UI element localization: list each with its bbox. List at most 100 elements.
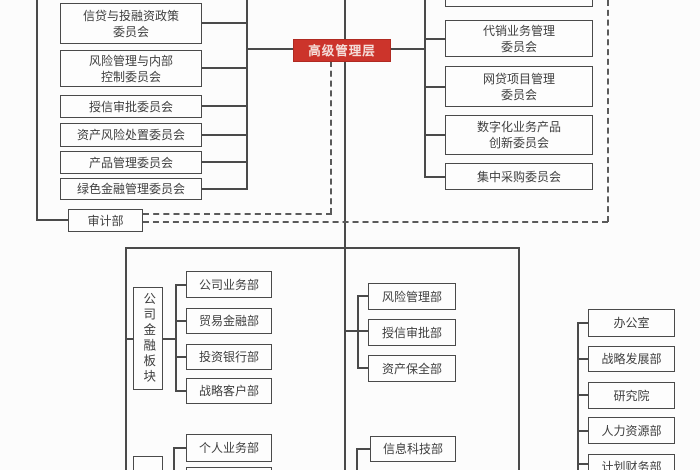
connector-line bbox=[390, 48, 426, 50]
node-human-resources-dept: 人力资源部 bbox=[588, 417, 675, 444]
connector-line bbox=[344, 330, 358, 332]
connector-line bbox=[344, 0, 346, 40]
node-label: 战略发展部 bbox=[601, 352, 662, 366]
connector-line bbox=[577, 322, 589, 324]
connector-line bbox=[201, 188, 247, 190]
connector-line bbox=[356, 448, 358, 470]
node-corporate-finance-section: 公司金融板块 bbox=[133, 287, 163, 390]
node-digital-business-product-innovation-committee: 数字化业务产品 创新委员会 bbox=[445, 115, 593, 155]
dashed-connector-line bbox=[143, 221, 608, 223]
node-strategic-clients-dept: 战略客户部 bbox=[186, 378, 272, 404]
node-planning-finance-dept: 计划财务部 bbox=[588, 454, 675, 470]
connector-line bbox=[577, 322, 579, 470]
node-general-office: 办公室 bbox=[588, 309, 675, 337]
node-label: 授信审批部 bbox=[381, 325, 442, 340]
dashed-connector-line bbox=[143, 213, 332, 215]
node-asset-risk-disposal-committee: 资产风险处置委员会 bbox=[60, 123, 202, 147]
node-research-institute: 研究院 bbox=[588, 382, 675, 409]
node-product-management-committee: 产品管理委员会 bbox=[60, 151, 202, 174]
connector-line bbox=[424, 0, 426, 178]
connector-line bbox=[424, 176, 446, 178]
dashed-connector-line bbox=[330, 61, 332, 214]
node-credit-approval-committee: 授信审批委员会 bbox=[60, 95, 202, 118]
connector-line bbox=[577, 358, 589, 360]
connector-line bbox=[201, 67, 247, 69]
node-online-loan-project-management-committee: 网贷项目管理 委员会 bbox=[445, 66, 593, 107]
node-label: 公司金融板块 bbox=[141, 292, 157, 385]
connector-line bbox=[577, 463, 589, 465]
node-agency-sales-management-committee: 代销业务管理 委员会 bbox=[445, 20, 593, 57]
node-audit-department: 审计部 bbox=[68, 209, 143, 232]
connector-line bbox=[175, 320, 187, 322]
node-label: 代销业务管理 委员会 bbox=[482, 23, 555, 54]
node-label: 资产保全部 bbox=[381, 361, 442, 376]
node-label: 公司业务部 bbox=[198, 277, 259, 292]
node-retail-finance-section-partial: 零 bbox=[133, 456, 163, 470]
connector-line bbox=[201, 105, 247, 107]
connector-line bbox=[518, 247, 520, 470]
node-label: 产品管理委员会 bbox=[88, 155, 173, 170]
connector-line bbox=[36, 219, 69, 221]
node-label: 网贷项目管理 委员会 bbox=[482, 71, 555, 102]
connector-line bbox=[357, 330, 369, 332]
node-label: 资产风险处置委员会 bbox=[76, 128, 185, 142]
node-label: 数字化业务产品 创新委员会 bbox=[476, 120, 561, 150]
node-trade-finance-dept: 贸易金融部 bbox=[186, 308, 272, 334]
connector-line bbox=[424, 134, 446, 136]
connector-line bbox=[175, 284, 177, 392]
node-investment-banking-dept: 投资银行部 bbox=[186, 344, 272, 370]
node-risk-management-dept: 风险管理部 bbox=[368, 283, 456, 310]
connector-line bbox=[175, 390, 187, 392]
node-label: 信息科技部 bbox=[382, 442, 443, 456]
node-label: 办公室 bbox=[613, 316, 650, 330]
node-credit-approval-dept: 授信审批部 bbox=[368, 319, 456, 346]
connector-line bbox=[173, 447, 186, 449]
node-label: 计划财务部 bbox=[601, 460, 662, 470]
connector-line bbox=[424, 38, 446, 40]
node-strategic-development-dept: 战略发展部 bbox=[588, 346, 675, 372]
node-label: 贸易金融部 bbox=[198, 314, 259, 328]
node-corporate-banking-dept: 公司业务部 bbox=[186, 271, 272, 298]
connector-line bbox=[125, 338, 135, 340]
node-senior-management: 高级管理层 bbox=[293, 39, 391, 62]
node-partial-bottom-left bbox=[186, 467, 272, 470]
connector-line bbox=[125, 247, 127, 470]
node-label: 人力资源部 bbox=[601, 423, 662, 438]
connector-line bbox=[175, 284, 187, 286]
connector-line bbox=[201, 22, 247, 24]
node-label: 集中采购委员会 bbox=[476, 169, 561, 184]
connector-line bbox=[357, 367, 369, 369]
node-label: 审计部 bbox=[87, 213, 124, 228]
node-label: 风险管理与内部 控制委员会 bbox=[88, 53, 173, 84]
connector-line bbox=[162, 338, 176, 340]
connector-line bbox=[201, 134, 247, 136]
node-centralized-procurement-committee: 集中采购委员会 bbox=[445, 163, 593, 190]
connector-line bbox=[357, 295, 359, 369]
node-partial-top-right bbox=[445, 0, 593, 7]
connector-line bbox=[344, 61, 346, 470]
connector-line bbox=[577, 430, 589, 432]
connector-line bbox=[577, 394, 589, 396]
node-label: 信贷与投融资政策 委员会 bbox=[82, 8, 179, 39]
node-label: 投资银行部 bbox=[198, 350, 259, 364]
connector-line bbox=[424, 86, 446, 88]
connector-line bbox=[175, 356, 187, 358]
node-label: 绿色金融管理委员会 bbox=[76, 182, 185, 196]
node-credit-investment-financing-policy-committee: 信贷与投融资政策 委员会 bbox=[60, 3, 202, 44]
connector-line bbox=[201, 161, 247, 163]
connector-line bbox=[357, 295, 369, 297]
node-label: 授信审批委员会 bbox=[88, 99, 173, 114]
node-personal-banking-dept: 个人业务部 bbox=[186, 434, 272, 462]
node-risk-management-internal-control-committee: 风险管理与内部 控制委员会 bbox=[60, 50, 202, 87]
node-label: 高级管理层 bbox=[308, 42, 376, 58]
node-asset-preservation-dept: 资产保全部 bbox=[368, 355, 456, 382]
connector-line bbox=[173, 447, 175, 470]
node-label: 战略客户部 bbox=[198, 384, 259, 398]
node-label: 研究院 bbox=[613, 388, 650, 403]
node-green-finance-management-committee: 绿色金融管理委员会 bbox=[60, 178, 202, 200]
node-information-technology-dept: 信息科技部 bbox=[370, 436, 456, 462]
node-label: 个人业务部 bbox=[198, 441, 259, 455]
connector-line bbox=[356, 448, 371, 450]
connector-line bbox=[246, 0, 248, 190]
